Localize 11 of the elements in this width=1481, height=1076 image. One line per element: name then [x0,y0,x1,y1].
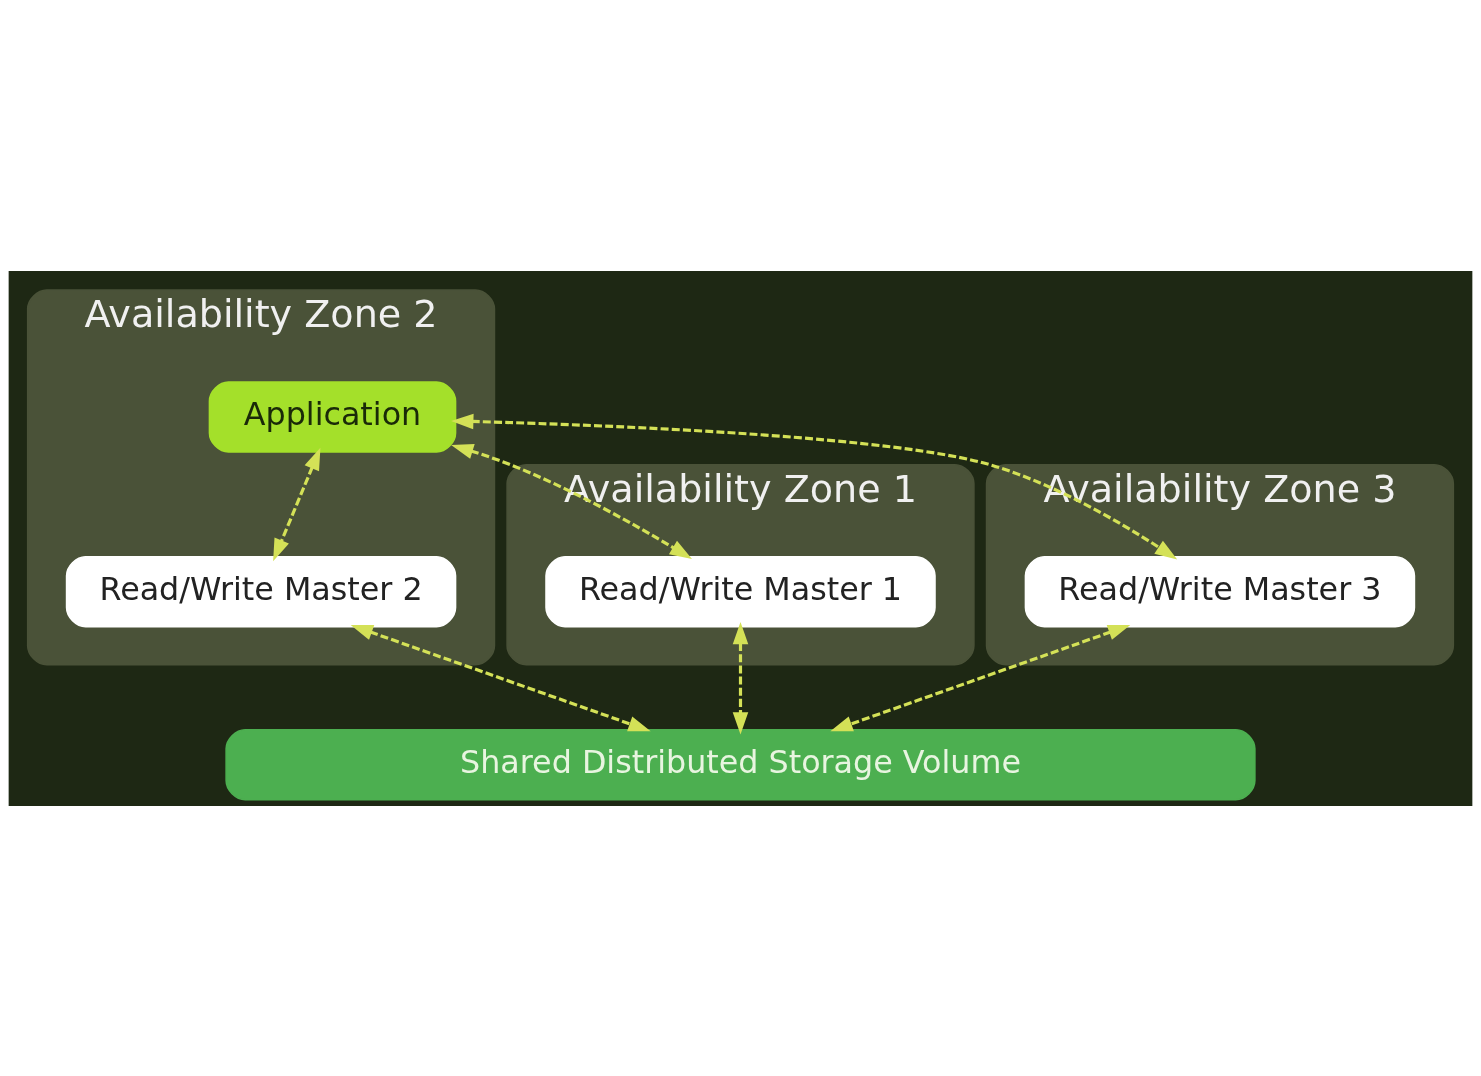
node-box: Application [208,380,457,453]
arrow [273,447,321,561]
arrow [350,624,651,731]
node-box: Read/Write Master 3 [1024,555,1416,627]
arrow [830,624,1131,731]
node-box: Shared Distributed Storage Volume [225,728,1256,800]
arrow [451,443,692,559]
node-box: Read/Write Master 2 [65,555,457,627]
arrow [451,413,1178,559]
node-box: Read/Write Master 1 [545,555,936,627]
arrow [732,621,749,734]
